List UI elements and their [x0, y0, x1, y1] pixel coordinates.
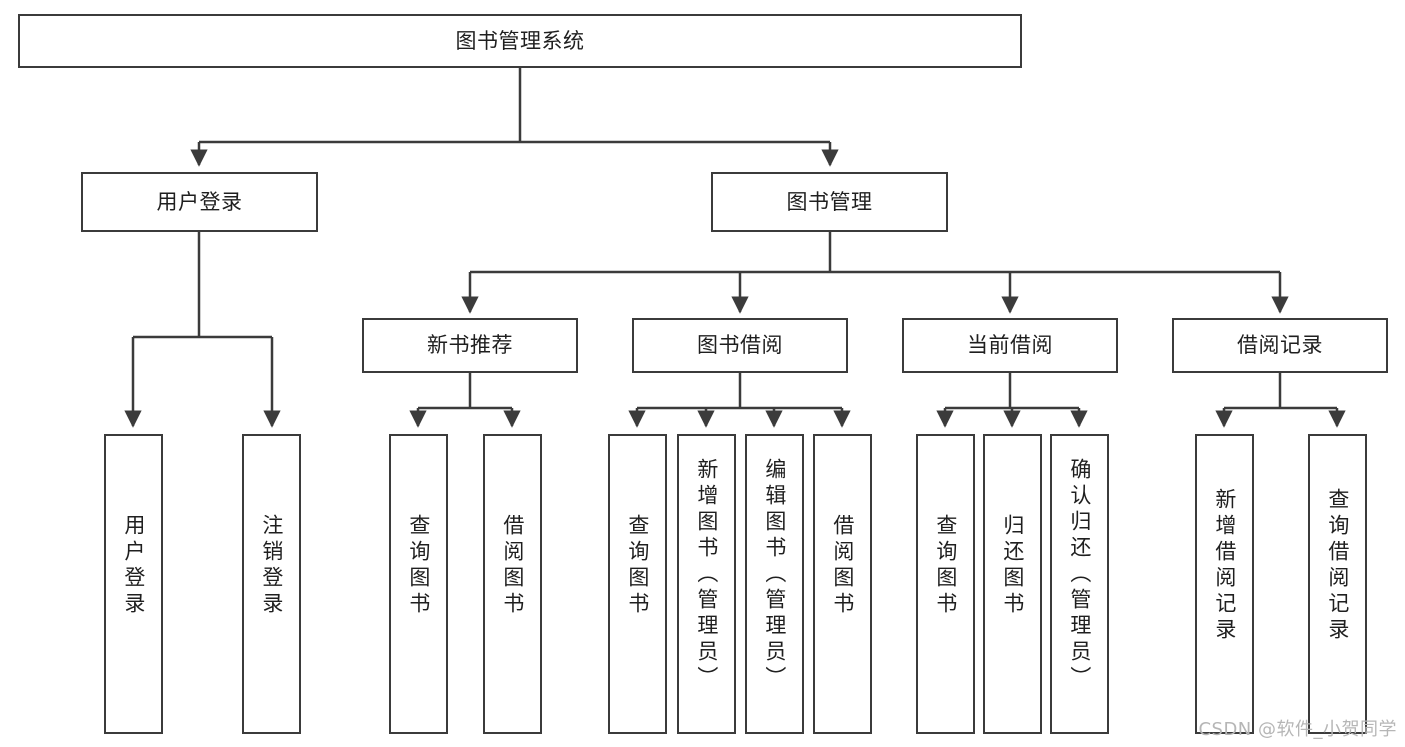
leaf-new-book-borrow-book[interactable]: 借阅图书 — [483, 434, 542, 734]
node-label: 图书管理系统 — [455, 28, 585, 53]
node-label: 查询图书 — [933, 514, 958, 618]
node-root-book-management-system[interactable]: 图书管理系统 — [18, 14, 1022, 68]
node-book-borrow[interactable]: 图书借阅 — [632, 318, 848, 373]
node-label: 新增图书（管理员） — [694, 458, 719, 692]
node-current-borrow[interactable]: 当前借阅 — [902, 318, 1118, 373]
leaf-current-borrow-query-book[interactable]: 查询图书 — [916, 434, 975, 734]
node-label: 图书借阅 — [697, 333, 783, 358]
leaf-user-login-signin[interactable]: 用户登录 — [104, 434, 163, 734]
node-label: 新书推荐 — [427, 333, 513, 358]
node-label: 新增借阅记录 — [1212, 488, 1237, 644]
node-label: 归还图书 — [1000, 514, 1025, 618]
node-label: 当前借阅 — [967, 333, 1053, 358]
node-label: 注销登录 — [259, 514, 284, 618]
leaf-new-book-query-book[interactable]: 查询图书 — [389, 434, 448, 734]
leaf-book-borrow-add-book-admin[interactable]: 新增图书（管理员） — [677, 434, 736, 734]
node-label: 借阅图书 — [830, 514, 855, 618]
leaf-current-borrow-return-book[interactable]: 归还图书 — [983, 434, 1042, 734]
node-label: 用户登录 — [121, 514, 146, 618]
leaf-book-borrow-query-book[interactable]: 查询图书 — [608, 434, 667, 734]
node-label: 图书管理 — [786, 189, 873, 214]
leaf-user-login-signout[interactable]: 注销登录 — [242, 434, 301, 734]
node-user-login[interactable]: 用户登录 — [81, 172, 318, 232]
node-new-book-recommend[interactable]: 新书推荐 — [362, 318, 578, 373]
leaf-book-borrow-borrow-book[interactable]: 借阅图书 — [813, 434, 872, 734]
node-label: 查询图书 — [406, 514, 431, 618]
node-label: 借阅图书 — [500, 514, 525, 618]
node-book-management[interactable]: 图书管理 — [711, 172, 948, 232]
node-label: 查询图书 — [625, 514, 650, 618]
leaf-current-borrow-confirm-return-admin[interactable]: 确认归还（管理员） — [1050, 434, 1109, 734]
node-label: 编辑图书（管理员） — [762, 458, 787, 692]
leaf-borrow-record-add-record[interactable]: 新增借阅记录 — [1195, 434, 1254, 734]
node-label: 用户登录 — [156, 189, 243, 214]
node-borrow-record[interactable]: 借阅记录 — [1172, 318, 1388, 373]
node-label: 查询借阅记录 — [1325, 488, 1350, 644]
node-label: 借阅记录 — [1237, 333, 1323, 358]
node-label: 确认归还（管理员） — [1067, 458, 1092, 692]
leaf-borrow-record-query-record[interactable]: 查询借阅记录 — [1308, 434, 1367, 734]
leaf-book-borrow-edit-book-admin[interactable]: 编辑图书（管理员） — [745, 434, 804, 734]
